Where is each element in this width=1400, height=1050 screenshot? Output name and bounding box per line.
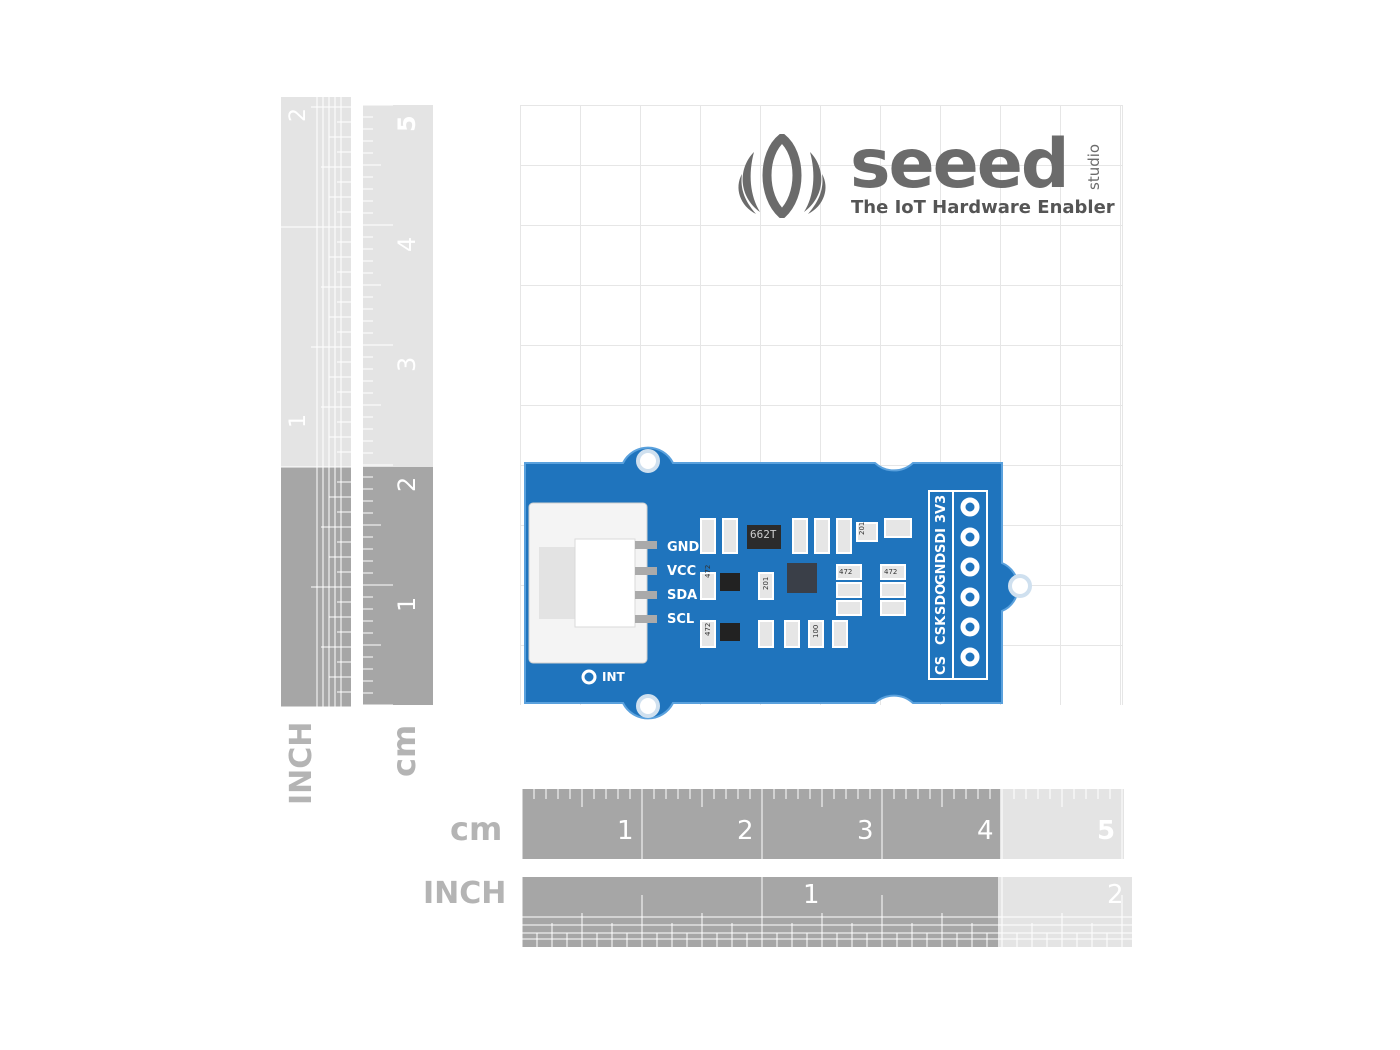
chip-marking: 662T [750,528,777,541]
vertical-inch-ruler [281,97,351,707]
seeed-logo-icon [738,134,826,218]
resistor-mark-3: 472 [839,568,853,576]
hcm-label-5: 5 [1097,816,1116,846]
hinch-unit-label: INCH [423,876,507,911]
header-label-csk: CSK [934,615,949,645]
hcm-label-3: 3 [857,816,874,846]
pin-label-vcc: VCC [667,564,697,579]
resistor-mark-6: 100 [812,624,820,638]
vinch-label-1: 1 [286,414,311,428]
header-label-3v3: 3V3 [934,494,949,523]
resistor-mark-1: 472 [704,564,712,578]
vinch-unit-label: INCH [284,721,319,805]
vertical-cm-ruler [363,105,433,705]
resistor-mark-4: 472 [884,568,898,576]
hcm-label-2: 2 [737,816,754,846]
brand-sub: studio [1085,143,1103,190]
resistor-mark-7: 201 [762,576,770,590]
grove-sensor-board [524,446,1032,720]
header-label-sdo: SDO [934,583,949,615]
hinch-label-2: 2 [1107,880,1124,910]
header-label-cs: CS [934,655,949,675]
vcm-label-3: 3 [393,356,421,372]
horizontal-cm-ruler [522,789,1124,859]
vcm-label-2: 2 [393,476,421,492]
brand-tagline: The IoT Hardware Enabler [851,197,1115,218]
vcm-label-1: 1 [393,596,421,612]
pin-label-sda: SDA [667,588,698,603]
resistor-mark-2: 472 [704,622,712,636]
hcm-label-4: 4 [977,816,994,846]
brand-name: seeed [850,125,1070,204]
header-label-sdi: SDI [934,528,949,553]
header-label-gnd: GND [934,552,949,585]
vcm-label-5: 5 [393,115,421,132]
horizontal-inch-ruler [522,877,1132,947]
pin-label-scl: SCL [667,612,695,627]
vinch-label-2: 2 [286,108,311,122]
vcm-label-4: 4 [393,236,421,252]
hcm-unit-label: cm [450,810,503,848]
resistor-mark-5: 201 [858,521,866,535]
hcm-label-1: 1 [617,816,634,846]
pin-label-gnd: GND [667,540,700,555]
vcm-unit-label: cm [385,724,423,777]
hinch-label-1: 1 [803,880,820,910]
int-label: INT [602,670,625,684]
